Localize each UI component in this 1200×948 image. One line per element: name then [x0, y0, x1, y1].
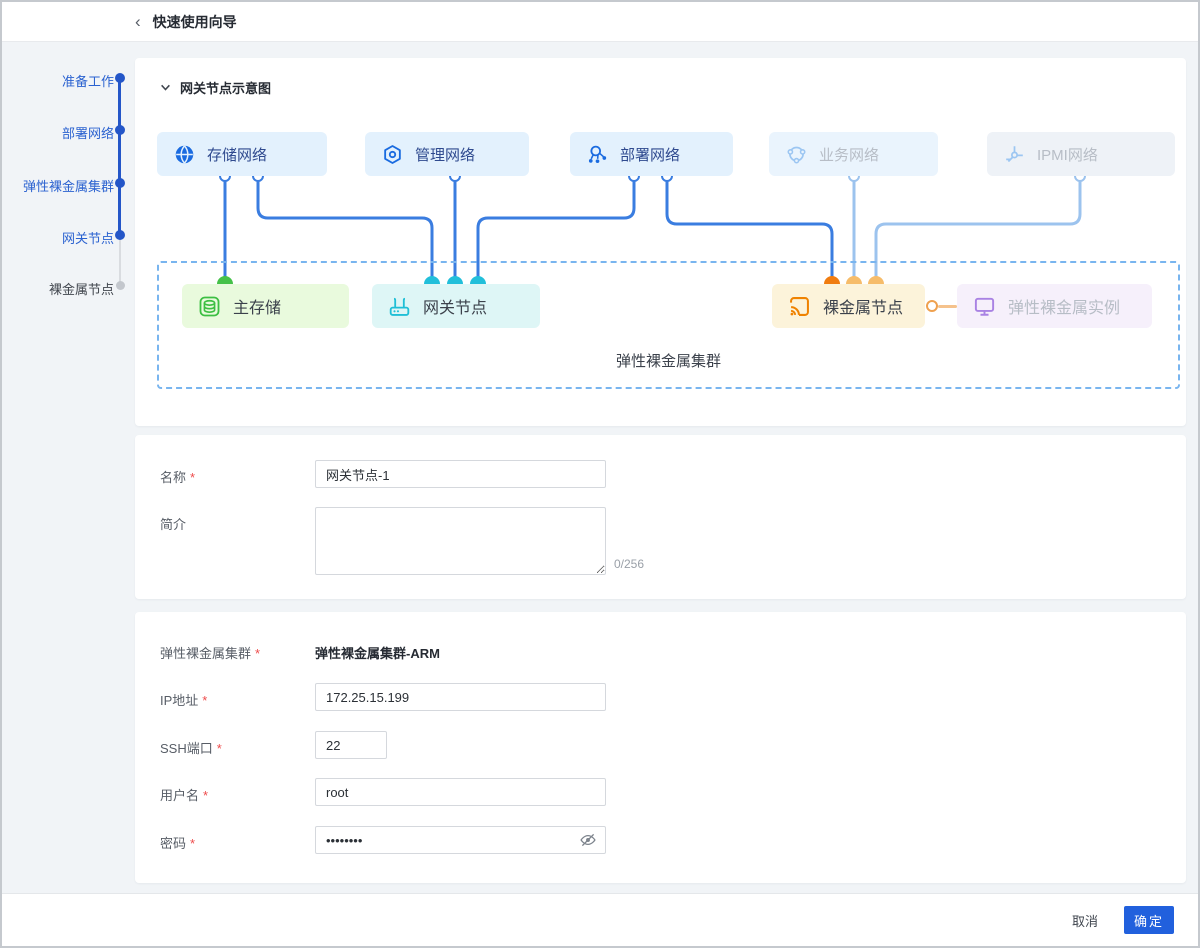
node-box-main-storage: 主存储 [182, 284, 349, 328]
hexagon-settings-icon [384, 144, 401, 164]
description-textarea[interactable] [315, 507, 606, 575]
wizard-step-cluster[interactable]: 弹性裸金属集群 [2, 176, 114, 195]
step-dot [115, 230, 125, 240]
username-input[interactable] [315, 778, 606, 806]
cluster-caption: 弹性裸金属集群 [615, 353, 721, 370]
network-box-deployment: 部署网络 [570, 132, 733, 176]
cluster-value: 弹性裸金属集群-ARM [315, 646, 440, 661]
username-label: 用户名* [160, 785, 208, 804]
required-mark: * [255, 646, 261, 661]
ring-nodes-icon [787, 146, 806, 164]
node-cluster-icon [588, 145, 607, 163]
network-label: 业务网络 [819, 146, 880, 164]
required-mark: * [190, 470, 196, 485]
node-box-instance: 弹性裸金属实例 [957, 284, 1152, 328]
network-label: 存储网络 [207, 146, 268, 164]
endpoint-cap-green [217, 276, 233, 284]
required-mark: * [216, 741, 222, 756]
ip-label: IP地址* [160, 690, 207, 709]
ip-input[interactable] [315, 683, 606, 711]
footer-action-bar: 取消 确定 [2, 893, 1198, 946]
ssh-port-label: SSH端口* [160, 738, 222, 757]
globe-icon [175, 144, 194, 164]
wizard-step-network[interactable]: 部署网络 [2, 123, 114, 142]
diagram-collapse-header[interactable]: 网关节点示意图 [160, 78, 271, 97]
step-label: 部署网络 [61, 126, 114, 141]
node-label: 弹性裸金属实例 [1008, 300, 1121, 317]
network-box-ipmi: IPMI网络 [987, 132, 1175, 176]
endpoint-cap-cyan [424, 276, 440, 284]
step-label: 准备工作 [61, 74, 114, 89]
wizard-step-baremetal[interactable]: 裸金属节点 [2, 279, 114, 298]
cluster-dashed-container [157, 261, 1180, 389]
label-text: 用户名 [160, 788, 200, 803]
required-mark: * [202, 693, 208, 708]
title-bar: ‹ 快速使用向导 [2, 2, 1198, 42]
chevron-down-icon [161, 84, 170, 91]
node-box-gateway: 网关节点 [372, 284, 540, 328]
cast-icon [790, 296, 809, 316]
node-connector-ring [926, 300, 938, 312]
required-mark: * [203, 788, 209, 803]
step-dot [115, 73, 125, 83]
step-line-upcoming [119, 235, 121, 286]
page-title: 快速使用向导 [152, 13, 237, 30]
label-text: 名称 [160, 470, 187, 485]
step-label: 裸金属节点 [48, 282, 114, 297]
label-text: 弹性裸金属集群 [160, 646, 252, 661]
password-input[interactable] [315, 826, 606, 854]
endpoint-cap-orange [824, 276, 840, 284]
label-text: 密码 [160, 836, 187, 851]
network-box-storage: 存储网络 [157, 132, 327, 176]
step-dot [115, 178, 125, 188]
wizard-step-gateway[interactable]: 网关节点 [2, 228, 114, 247]
confirm-button[interactable]: 确定 [1124, 906, 1174, 934]
endpoint-cap-light-orange [868, 276, 884, 284]
required-mark: * [190, 836, 196, 851]
cancel-button[interactable]: 取消 [1072, 911, 1098, 930]
endpoint-cap-cyan [447, 276, 463, 284]
wizard-step-prepare[interactable]: 准备工作 [2, 71, 114, 90]
network-label: 部署网络 [620, 146, 681, 164]
router-icon [389, 297, 410, 316]
description-label: 简介 [160, 514, 186, 533]
node-label: 网关节点 [423, 300, 488, 317]
network-label: IPMI网络 [1037, 146, 1098, 164]
step-line-done [118, 78, 121, 235]
label-text: 简介 [160, 517, 187, 532]
name-label: 名称* [160, 467, 195, 486]
network-label: 管理网络 [415, 146, 476, 164]
eye-off-icon[interactable] [579, 831, 597, 849]
wizard-step-rail: 准备工作 部署网络 弹性裸金属集群 网关节点 裸金属节点 [2, 42, 135, 342]
node-box-baremetal: 裸金属节点 [772, 284, 925, 328]
step-label: 网关节点 [61, 231, 114, 246]
label-text: SSH端口 [160, 741, 213, 756]
step-dot [115, 125, 125, 135]
network-box-business: 业务网络 [769, 132, 938, 176]
diagram-section-title: 网关节点示意图 [180, 81, 272, 96]
label-text: IP地址 [160, 693, 199, 708]
node-label: 裸金属节点 [823, 300, 904, 317]
node-connector-line [938, 304, 957, 308]
step-dot [116, 281, 125, 290]
gateway-diagram-card: 网关节点示意图 存储网络 管理网络 [135, 58, 1186, 426]
char-counter: 0/256 [614, 557, 645, 571]
step-label: 弹性裸金属集群 [22, 179, 114, 194]
node-label: 主存储 [233, 300, 282, 317]
monitor-icon [974, 297, 995, 316]
ssh-port-input[interactable] [315, 731, 387, 759]
endpoint-cap-light-orange [846, 276, 862, 284]
junction-icon [1006, 145, 1023, 162]
endpoint-cap-cyan [470, 276, 486, 284]
cluster-label: 弹性裸金属集群* [160, 643, 260, 662]
back-icon[interactable]: ‹ [135, 12, 141, 31]
network-box-management: 管理网络 [365, 132, 529, 176]
password-label: 密码* [160, 833, 195, 852]
connection-form-card: 弹性裸金属集群* 弹性裸金属集群-ARM IP地址* SSH端口* 用户名* 密… [135, 612, 1186, 883]
basic-form-card: 名称* 简介 0/256 [135, 435, 1186, 599]
database-icon [199, 296, 220, 316]
name-input[interactable] [315, 460, 606, 488]
